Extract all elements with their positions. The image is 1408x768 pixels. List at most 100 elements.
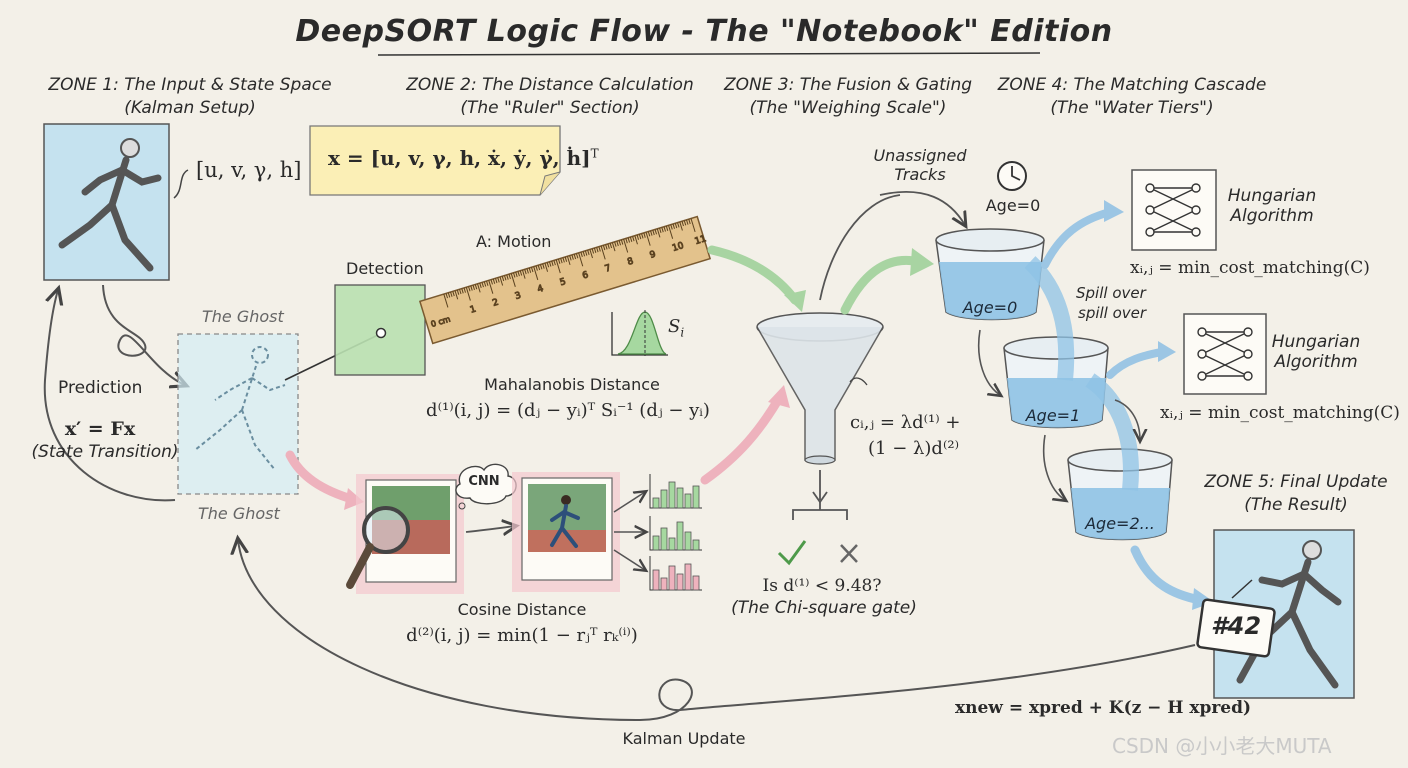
ruler-tick [497, 277, 500, 283]
ruler-tick [515, 271, 518, 277]
cnn-label: CNN [468, 474, 500, 489]
cup2-to-result-arrow [1130, 545, 1205, 605]
motion-label: A: Motion [476, 232, 552, 251]
ruler-tick [587, 249, 590, 256]
ruler-tick [555, 259, 561, 274]
si-text: S [668, 316, 681, 337]
ruler-tick [584, 250, 588, 256]
ruler-tick [454, 290, 459, 300]
id-badge [1196, 579, 1276, 658]
ruler-tick [499, 276, 504, 286]
ruler-tick [488, 280, 494, 294]
ruler-tick [659, 227, 662, 234]
hungarian-label-2: Hungarian Algorithm [1272, 332, 1360, 372]
ghost-to-photo-arrow [285, 450, 360, 505]
ruler-tick [672, 223, 675, 229]
ruler-number: 6 [581, 270, 590, 281]
ruler-tick [641, 233, 644, 239]
zone3-heading: ZONE 3: The Fusion & Gating [723, 75, 973, 95]
si-subscript: i [680, 325, 685, 340]
watermark: CSDN @小小老大MUTA [1112, 734, 1332, 758]
unassigned-tracks-label: Unassigned Tracks [873, 146, 966, 184]
ruler-tick [486, 280, 489, 286]
histogram-bar [668, 537, 676, 551]
zone5-subtitle: (The Result) [1244, 495, 1348, 515]
zone2-heading: ZONE 2: The Distance Calculation [406, 75, 694, 95]
runner-card [43, 123, 170, 281]
ruler-tick [679, 221, 683, 231]
hungarian-1-line1: Hungarian [1227, 186, 1317, 206]
ruler-tick [643, 232, 646, 238]
ruler-tick [533, 266, 539, 281]
ruler-tick [575, 253, 579, 259]
funnel-inflow-arrow [819, 194, 901, 301]
ruler-tick [668, 225, 674, 239]
histogram-bar [660, 489, 668, 509]
cup-label-age0: Age=0 [962, 298, 1018, 317]
ruler-number: 9 [649, 250, 658, 261]
photo-runner [512, 472, 620, 592]
zone4-title: ZONE 4: The Matching Cascade (The "Water… [998, 74, 1267, 120]
ruler-tick [512, 272, 516, 278]
ruler-tick [526, 268, 529, 274]
gate-name: (The Chi-square gate) [731, 598, 917, 618]
kalman-update-label: Kalman Update [622, 729, 746, 748]
ruler-tick [510, 273, 516, 287]
ruler-tick [591, 248, 595, 254]
ruler-tick [569, 255, 572, 261]
ruler-tick [663, 226, 666, 232]
cost-formula-line2: (1 − λ)d⁽²⁾ [868, 438, 960, 459]
spill-over-label-2: spill over [1078, 304, 1147, 322]
water-stream-2 [1085, 373, 1139, 491]
histogram-bar [684, 493, 692, 509]
ruler-tick [551, 260, 554, 266]
clock-icon [997, 161, 1027, 191]
detection-box [334, 284, 426, 376]
prediction-loop-arrow [102, 284, 185, 385]
check-mark-icon [777, 540, 807, 566]
title-underline [377, 52, 1041, 56]
ruler-tick [623, 238, 629, 253]
histogram-bar [676, 573, 684, 591]
ruler-number: 10 [671, 241, 685, 254]
ruler-tick [652, 230, 655, 236]
ruler-tick [519, 270, 523, 276]
zone3-title: ZONE 3: The Fusion & Gating (The "Weighi… [724, 74, 972, 120]
ruler-number: 8 [626, 256, 635, 267]
return-arrow-left [43, 290, 176, 502]
ruler-tick [490, 279, 493, 285]
ruler-tick [690, 218, 696, 233]
histogram-bar [660, 527, 668, 551]
cup-age1 [1003, 336, 1109, 429]
ruler-tick [627, 237, 631, 243]
zone5-title: ZONE 5: Final Update (The Result) [1204, 471, 1387, 517]
histogram-bar [652, 497, 660, 509]
ruler-tick [443, 293, 449, 308]
full-state-text: x = [u, v, γ, h, ẋ, ẏ, γ̇, ḣ] [328, 146, 591, 170]
hungarian-box-1 [1131, 169, 1217, 251]
tracks-to-cup-arrow [879, 191, 965, 225]
ruler-tick [447, 292, 451, 298]
cost-formula-line1: cᵢ,ⱼ = λd⁽¹⁾ + [850, 412, 961, 433]
ruler-tick [634, 235, 638, 245]
ruler-tick [553, 260, 556, 266]
state-transition-label: (State Transition) [31, 442, 179, 462]
histogram-bar [692, 539, 700, 551]
ruler-tick [521, 269, 526, 279]
cosine-formula: d⁽²⁾(i, j) = min(1 − rⱼᵀ rₖ⁽ⁱ⁾) [406, 625, 638, 646]
hungarian-label-1: Hungarian Algorithm [1228, 186, 1316, 226]
ruler-tick [468, 286, 471, 292]
ruler-tick [530, 267, 534, 273]
page-title: DeepSORT Logic Flow - The "Notebook" Edi… [295, 14, 1113, 49]
tracks-text: Tracks [894, 165, 946, 184]
ruler-tick [479, 282, 482, 288]
zone2-title: ZONE 2: The Distance Calculation (The "R… [406, 74, 693, 120]
ruler-number: 1 [469, 305, 477, 316]
si-label: Si [668, 316, 684, 340]
ruler-tick [589, 249, 593, 259]
ruler-tick [506, 274, 509, 280]
ruler-tick [656, 228, 661, 238]
matching-formula-2: xᵢ,ⱼ = min_cost_matching(C) [1160, 403, 1400, 423]
ruler-number: 4 [536, 284, 545, 295]
